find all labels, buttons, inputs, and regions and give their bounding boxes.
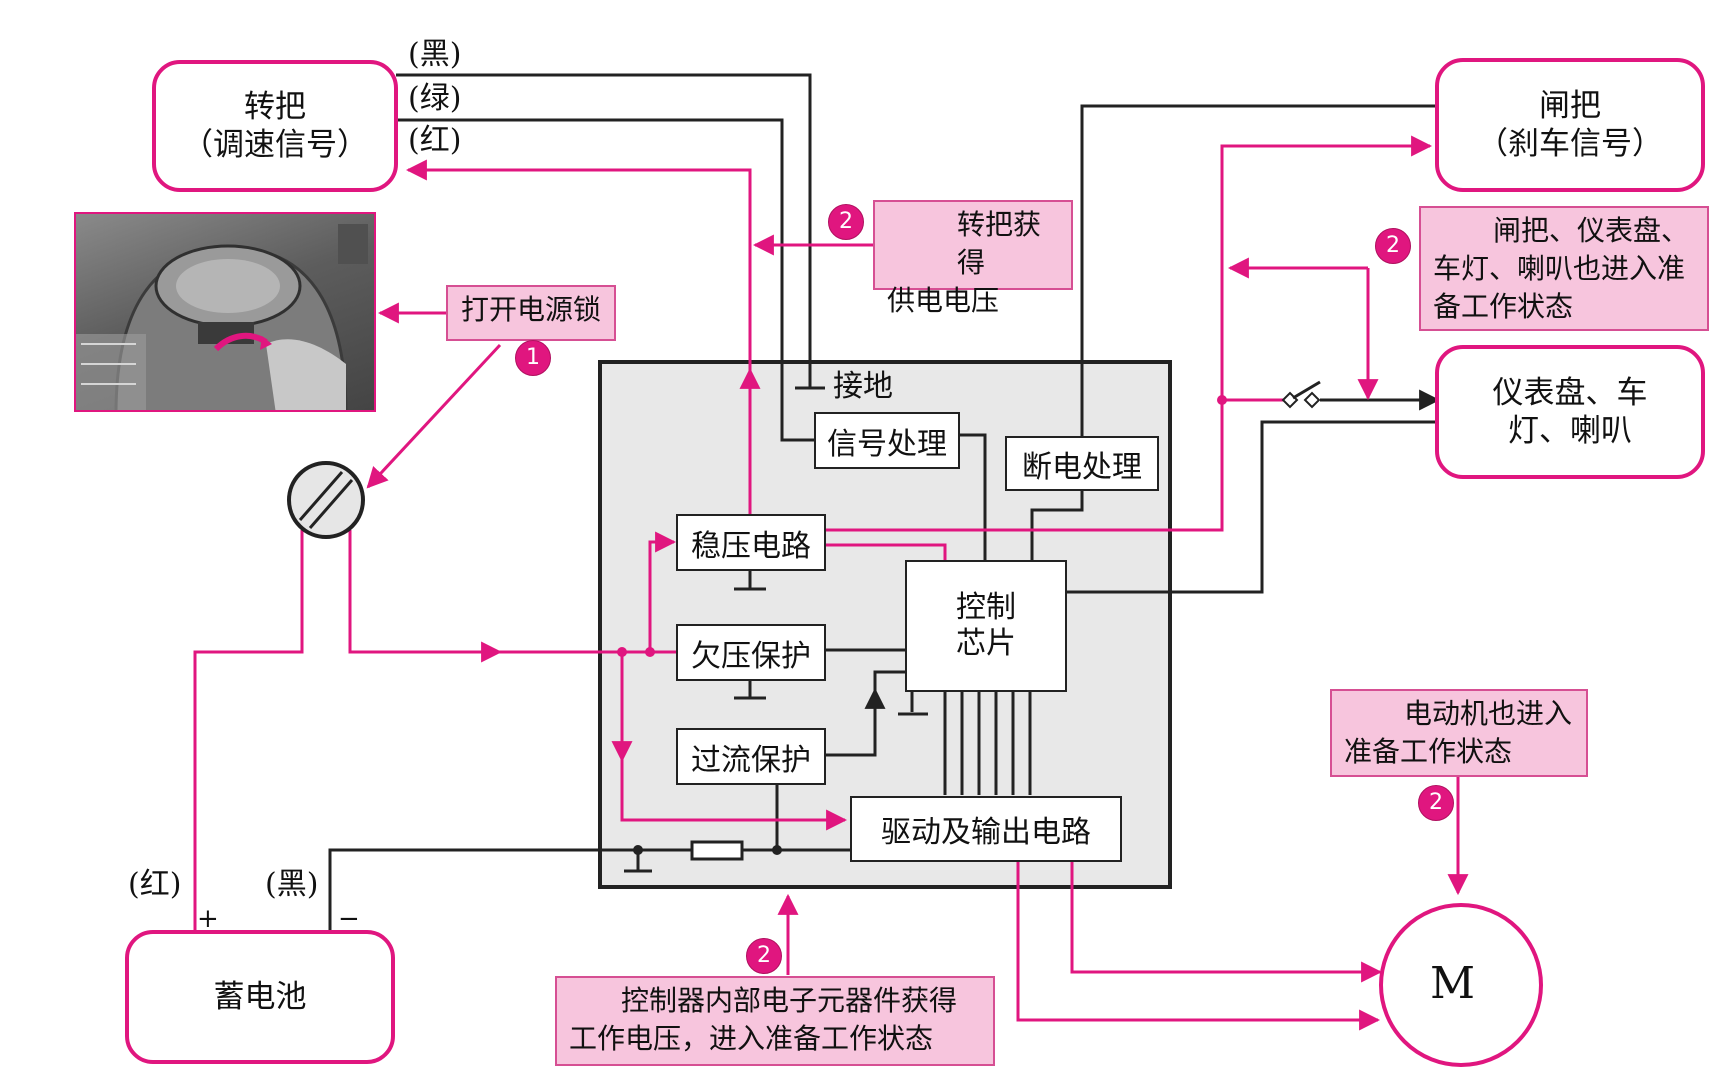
wire-label-red: (红): [408, 123, 462, 158]
battery-label: 蓄电池: [213, 979, 307, 1015]
throttle-subtitle: （调速信号）: [182, 127, 368, 163]
motor-ready-note: 电动机也进入 准备工作状态: [1330, 689, 1588, 777]
controller-ready-note: 控制器内部电子元器件获得 工作电压，进入准备工作状态: [555, 976, 995, 1066]
battery-black-label: (黑): [265, 867, 319, 902]
undervoltage-box: 欠压保护: [676, 624, 826, 681]
voltage-regulator-label: 稳压电路: [691, 528, 811, 564]
brake-dash-line1: 闸把、仪表盘、: [1493, 214, 1690, 247]
brake-title: 闸把: [1539, 88, 1601, 124]
switch-icon: [1222, 380, 1321, 409]
black-wires: [328, 73, 1440, 930]
control-chip-line1: 控制: [956, 590, 1016, 625]
brake-box: 闸把 （刹车信号）: [1435, 58, 1705, 192]
step2-badge-motor: 2: [1418, 785, 1454, 821]
controller-ready-line1: 控制器内部电子元器件获得: [621, 984, 958, 1017]
step1-badge: 1: [515, 340, 551, 376]
dashboard-line2: 灯、喇叭: [1508, 413, 1632, 449]
control-chip-line2: 芯片: [956, 626, 1016, 661]
motor-circle: [1379, 903, 1543, 1067]
ground-label: 接地: [833, 369, 893, 404]
battery-minus: −: [338, 904, 360, 934]
cutoff-processing-box: 断电处理: [1005, 436, 1159, 491]
motor-label: M: [1430, 958, 1476, 1009]
driver-output-box: 驱动及输出电路: [850, 796, 1122, 862]
undervoltage-label: 欠压保护: [691, 638, 811, 674]
voltage-regulator-box: 稳压电路: [676, 514, 826, 571]
battery-plus: +: [197, 904, 219, 934]
dashboard-box: 仪表盘、车 灯、喇叭: [1435, 345, 1705, 479]
throttle-power-note: 转把获得 供电电压: [873, 200, 1073, 317]
resistor-icon: [690, 840, 744, 861]
step2-badge-controller: 2: [746, 938, 782, 974]
throttle-power-line1: 转把获得: [957, 208, 1042, 279]
brake-dash-note: 闸把、仪表盘、 车灯、喇叭也进入准 备工作状态: [1419, 206, 1709, 331]
controller-ready-line2: 工作电压，进入准备工作状态: [569, 1022, 934, 1055]
power-wires: [193, 135, 1469, 1031]
signal-processing-box: 信号处理: [814, 412, 960, 469]
key-switch-icon: [287, 461, 365, 539]
throttle-power-line2: 供电电压: [887, 284, 1000, 317]
battery-red-label: (红): [128, 867, 182, 902]
driver-output-label: 驱动及输出电路: [881, 815, 1091, 850]
signal-processing-label: 信号处理: [827, 426, 947, 462]
brake-subtitle: （刹车信号）: [1477, 126, 1663, 162]
cutoff-processing-label: 断电处理: [1022, 449, 1142, 485]
dashboard-photo-icon: [74, 212, 376, 412]
dashboard-line1: 仪表盘、车: [1492, 375, 1648, 411]
brake-dash-line3: 备工作状态: [1433, 290, 1574, 323]
step2-badge-throttle: 2: [828, 204, 864, 240]
open-lock-note: 打开电源锁: [446, 285, 616, 341]
motor-ready-line2: 准备工作状态: [1344, 735, 1513, 768]
open-lock-text: 打开电源锁: [460, 293, 601, 326]
throttle-box: 转把 （调速信号）: [152, 60, 398, 192]
brake-dash-line2: 车灯、喇叭也进入准: [1433, 252, 1686, 285]
motor-ready-line1: 电动机也进入: [1404, 697, 1573, 730]
step2-badge-brake: 2: [1375, 228, 1411, 264]
wire-label-black: (黑): [408, 37, 462, 72]
wire-label-green: (绿): [408, 81, 462, 116]
overcurrent-label: 过流保护: [691, 742, 811, 778]
control-chip-box: 控制 芯片: [905, 560, 1067, 692]
throttle-title: 转把: [244, 89, 306, 125]
battery-box: 蓄电池: [125, 930, 395, 1064]
overcurrent-box: 过流保护: [676, 728, 826, 785]
